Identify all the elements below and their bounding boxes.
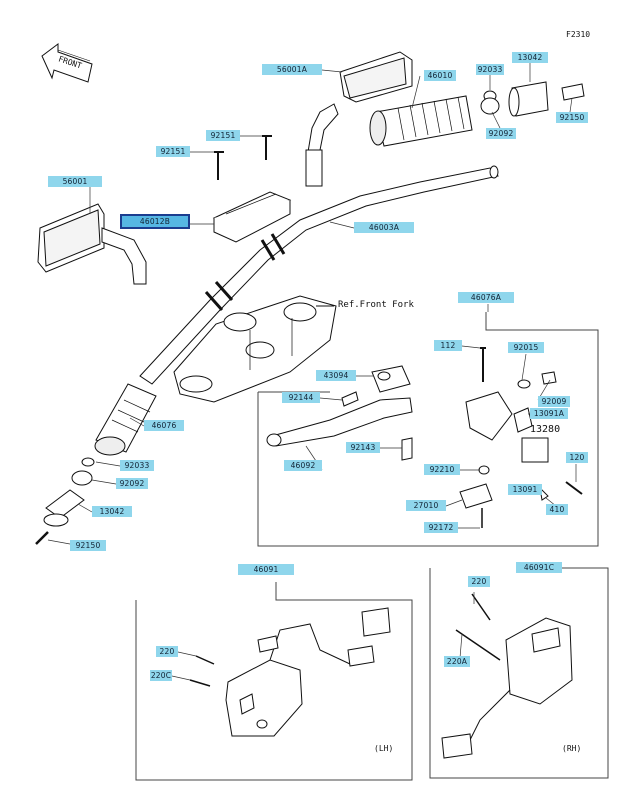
- part-label-220-rh[interactable]: 220: [468, 576, 490, 587]
- part-label-92009[interactable]: 92009: [538, 396, 570, 407]
- part-label-92015[interactable]: 92015: [508, 342, 544, 353]
- ref-front-fork: Ref.Front Fork: [338, 300, 414, 310]
- part-label-13042-left[interactable]: 13042: [92, 506, 132, 517]
- side-lh: (LH): [374, 744, 394, 753]
- part-label-92143[interactable]: 92143: [346, 442, 380, 453]
- part-label-46091c[interactable]: 46091C: [516, 562, 562, 573]
- group-code: 13280: [530, 424, 561, 435]
- left-grip: [35, 383, 157, 545]
- part-label-92151-b[interactable]: 92151: [156, 146, 190, 157]
- part-label-112[interactable]: 112: [434, 340, 462, 351]
- part-label-46012b[interactable]: 46012B: [120, 214, 190, 229]
- part-label-56001[interactable]: 56001: [48, 176, 102, 187]
- part-label-92033-right[interactable]: 92033: [476, 64, 504, 75]
- right-mirror: [305, 51, 413, 187]
- part-label-92092-left[interactable]: 92092: [116, 478, 148, 489]
- clutch-lever-box: [257, 312, 599, 547]
- part-label-56001a[interactable]: 56001A: [262, 64, 322, 75]
- part-label-92172[interactable]: 92172: [424, 522, 458, 533]
- part-label-46091[interactable]: 46091: [238, 564, 294, 575]
- part-label-410[interactable]: 410: [546, 504, 568, 515]
- left-mirror: [37, 203, 147, 285]
- front-arrow-icon: [41, 43, 93, 83]
- clamp-bolts: [214, 135, 272, 180]
- side-rh: (RH): [562, 744, 582, 753]
- part-label-92092-right[interactable]: 92092: [486, 128, 516, 139]
- part-label-13042-right[interactable]: 13042: [512, 52, 548, 63]
- rh-switch-box: [429, 567, 609, 779]
- handlebar: [139, 165, 500, 385]
- part-label-120[interactable]: 120: [566, 452, 588, 463]
- part-label-46003a[interactable]: 46003A: [354, 222, 414, 233]
- part-label-46010[interactable]: 46010: [424, 70, 456, 81]
- upper-bracket: [173, 295, 337, 403]
- part-label-92210[interactable]: 92210: [424, 464, 460, 475]
- right-grip: [369, 81, 585, 147]
- figure-code: F2310: [566, 30, 591, 39]
- lh-switch-box: [135, 582, 413, 781]
- part-label-46076a[interactable]: 46076A: [458, 292, 514, 303]
- part-label-46076[interactable]: 46076: [144, 420, 184, 431]
- part-label-92151-a[interactable]: 92151: [206, 130, 240, 141]
- part-label-92150-right[interactable]: 92150: [556, 112, 588, 123]
- part-label-220-lh[interactable]: 220: [156, 646, 178, 657]
- part-label-220a[interactable]: 220A: [444, 656, 470, 667]
- lh-switch: [189, 607, 391, 737]
- rh-switch: [441, 593, 573, 759]
- part-label-46092[interactable]: 46092: [284, 460, 322, 471]
- part-label-13091a[interactable]: 13091A: [530, 408, 568, 419]
- part-label-220c[interactable]: 220C: [150, 670, 172, 681]
- part-label-27010[interactable]: 27010: [406, 500, 446, 511]
- part-label-92150-left[interactable]: 92150: [70, 540, 106, 551]
- part-label-43094[interactable]: 43094: [316, 370, 356, 381]
- clutch-lever: [266, 347, 583, 528]
- handlebar-clamp: [212, 191, 292, 243]
- part-label-92144[interactable]: 92144: [282, 392, 320, 403]
- part-label-92033-left[interactable]: 92033: [120, 460, 154, 471]
- part-label-13091[interactable]: 13091: [508, 484, 542, 495]
